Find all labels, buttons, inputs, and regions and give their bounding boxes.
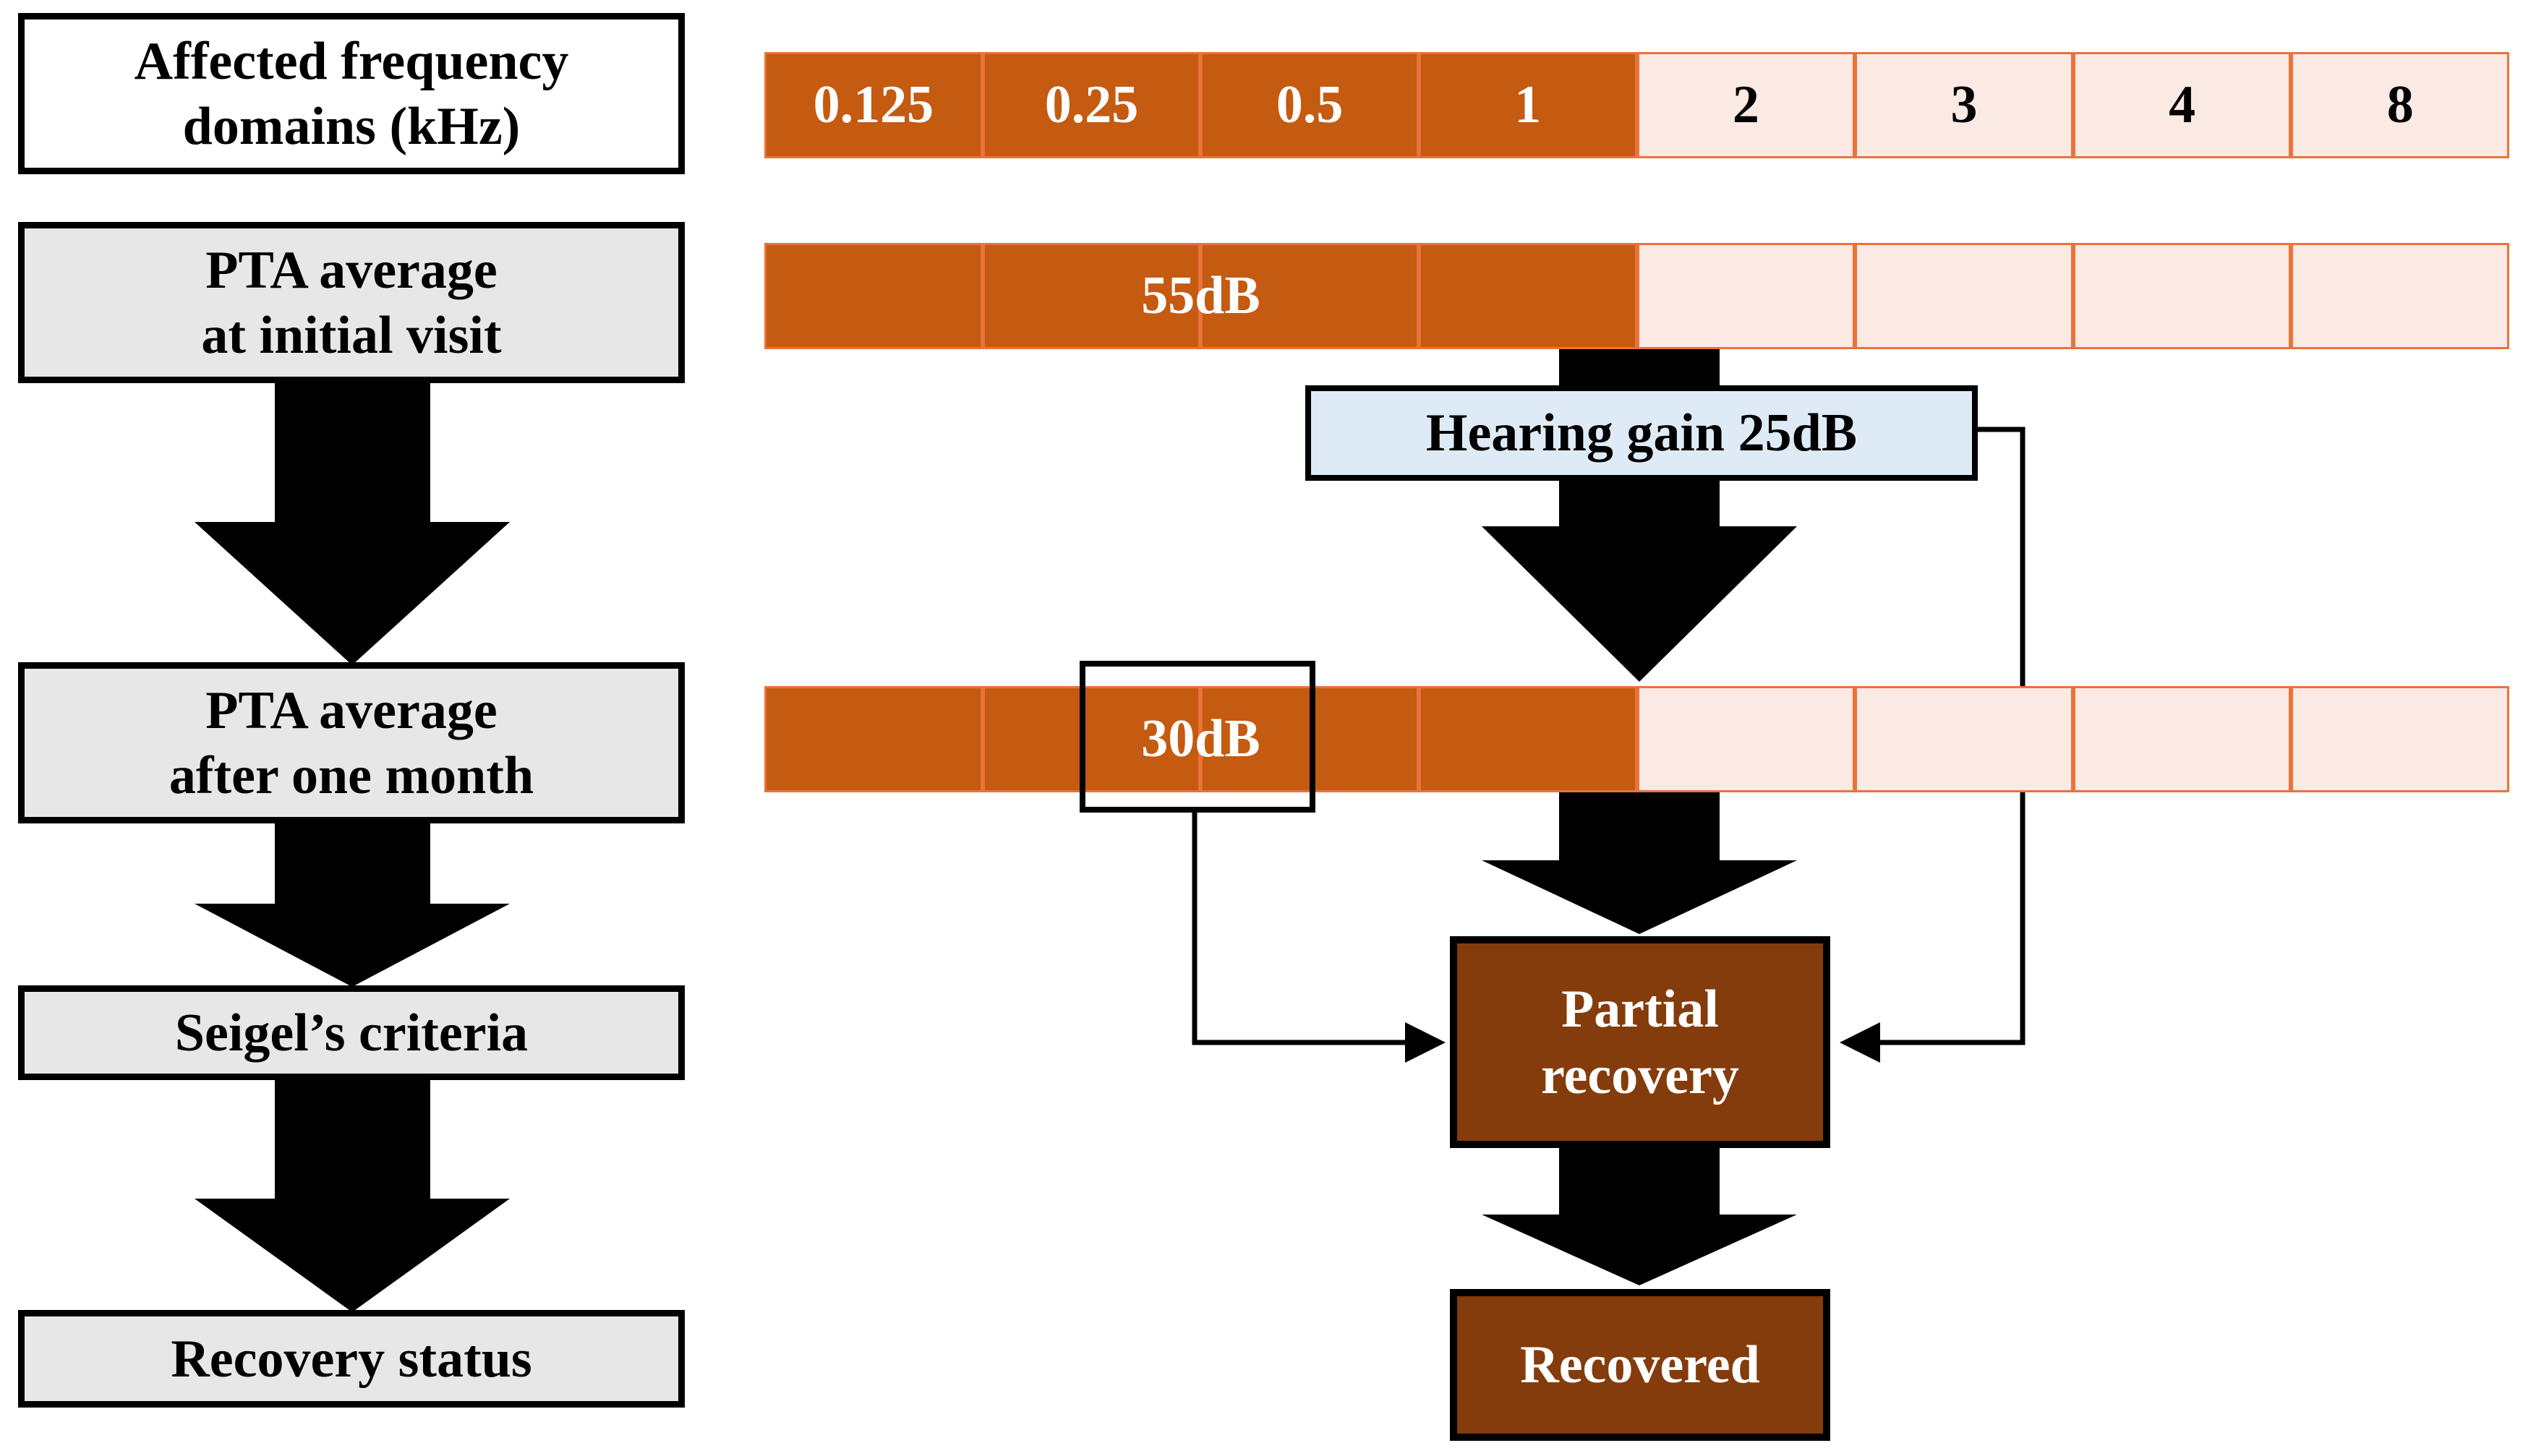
bar-segment (2291, 686, 2509, 792)
frequency-cell: 4 (2072, 52, 2292, 158)
bar-segment (764, 243, 983, 349)
pta-one-month-bar (764, 686, 2509, 792)
frequency-domains-label: Affected frequency domains (kHz) (18, 13, 685, 174)
frequency-cell: 8 (2291, 52, 2509, 158)
partial-recovery-box: Partial recovery (1450, 936, 1830, 1148)
frequency-bar: 0.125 0.25 0.5 1 2 3 4 8 (764, 52, 2509, 158)
bar-segment (2291, 243, 2509, 349)
bar-segment (982, 686, 1201, 792)
pta-initial-bar (764, 243, 2509, 349)
pta-initial-value: 55dB (1141, 266, 1260, 325)
frequency-cell: 0.5 (1200, 52, 1419, 158)
down-arrow-left-3 (195, 1077, 510, 1312)
frequency-cell: 3 (1855, 52, 2073, 158)
frequency-cell: 0.25 (982, 52, 1201, 158)
bar-segment (1855, 243, 2073, 349)
bar-segment (1636, 686, 1856, 792)
hearing-gain-box: Hearing gain 25dB (1305, 385, 1978, 481)
down-arrow-right-3 (1482, 1146, 1797, 1285)
down-arrow-left-2 (195, 819, 510, 987)
frequency-cell: 1 (1418, 52, 1637, 158)
bar-segment (1200, 243, 1419, 349)
pta-one-month-label: PTA average after one month (18, 662, 685, 823)
connector-30db-to-partial (1192, 813, 1446, 1063)
pta-initial-label: PTA average at initial visit (18, 222, 685, 383)
bar-segment (1418, 686, 1637, 792)
frequency-cell: 2 (1636, 52, 1856, 158)
bar-segment (1636, 243, 1856, 349)
bar-segment (1418, 243, 1637, 349)
down-arrow-left-1 (195, 380, 510, 665)
bar-segment (2072, 243, 2292, 349)
pta-one-month-value: 30dB (1141, 709, 1260, 768)
down-arrow-right-2 (1482, 789, 1797, 934)
bar-segment (764, 686, 983, 792)
bar-segment (982, 243, 1201, 349)
frequency-cell: 0.125 (764, 52, 983, 158)
highlight-frame (1080, 661, 1315, 813)
recovery-status-label: Recovery status (18, 1310, 685, 1408)
recovered-box: Recovered (1450, 1289, 1830, 1441)
seigel-criteria-label: Seigel’s criteria (18, 985, 685, 1080)
bar-segment (1855, 686, 2073, 792)
bar-segment (2072, 686, 2292, 792)
